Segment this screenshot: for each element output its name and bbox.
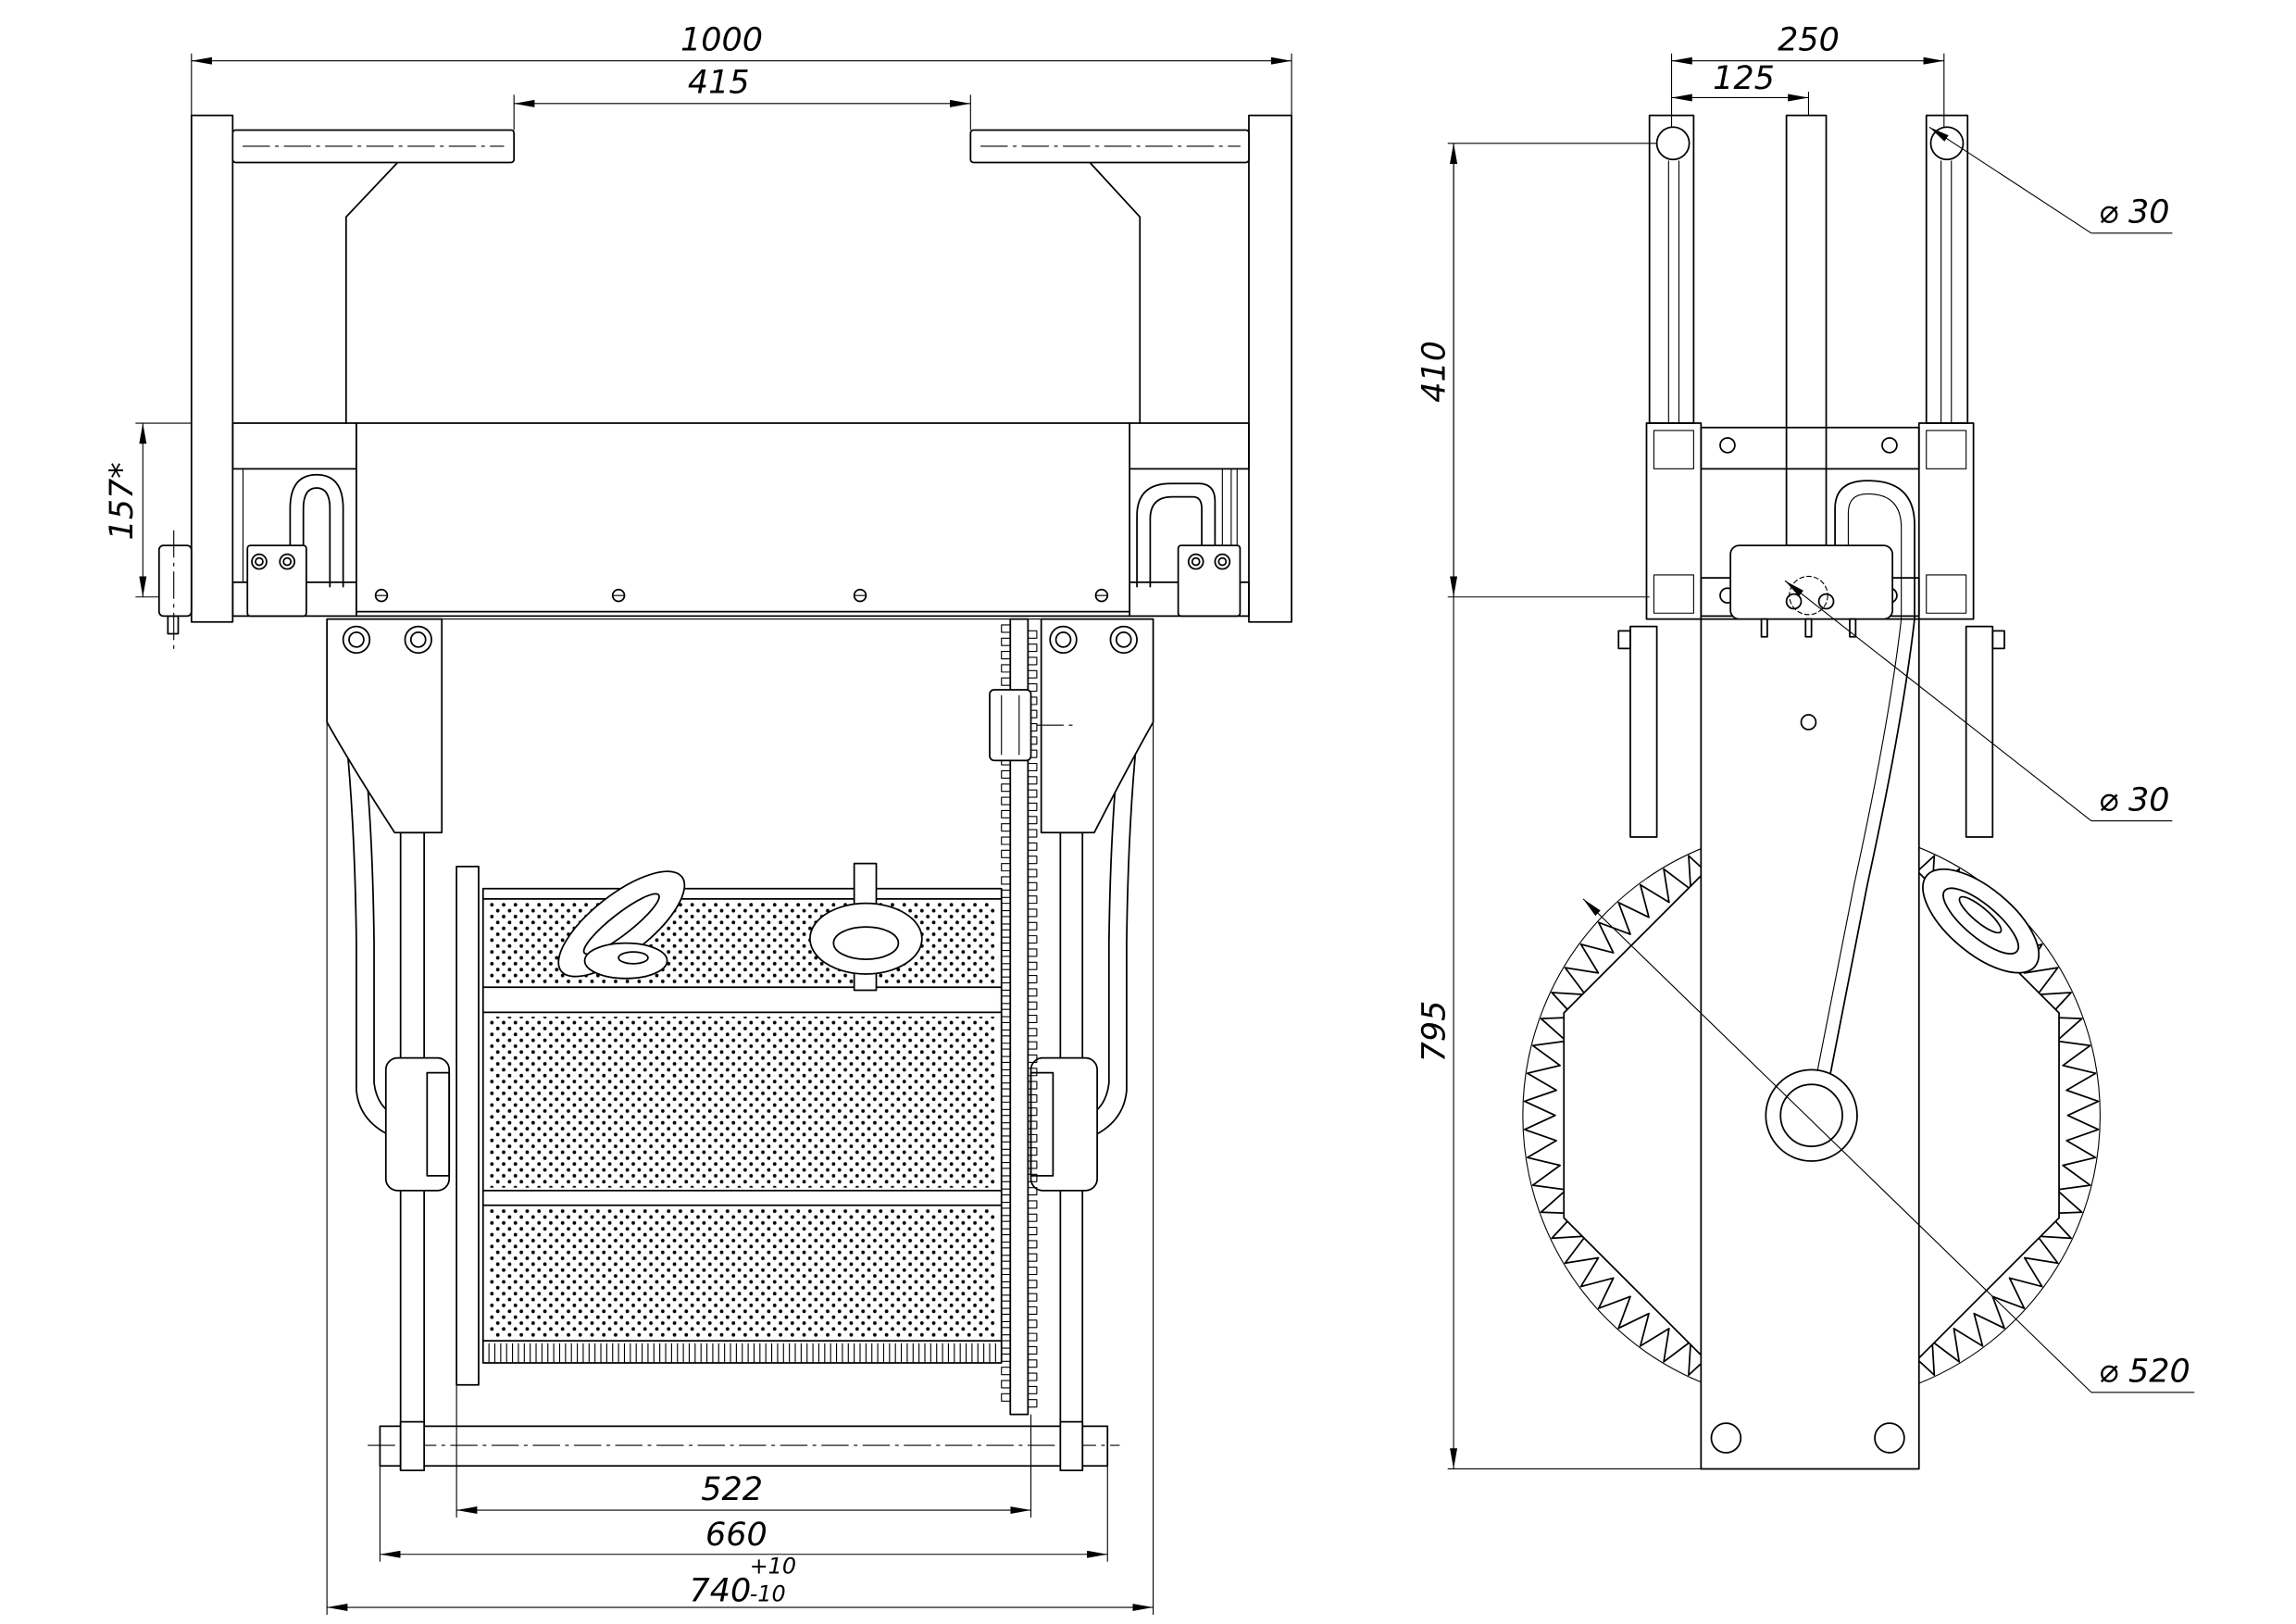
drum-bands	[481, 897, 1003, 1342]
side-hose-to-hub	[1829, 618, 1915, 1074]
dim-text-frame-outer: 740	[689, 1573, 751, 1610]
left-pivot-block	[384, 1056, 451, 1192]
leader-gear-diameter	[1582, 898, 2092, 1393]
drum-perforation-lower	[489, 1207, 996, 1338]
dim-text-tolerance-minus: -10	[750, 1581, 786, 1607]
right-drum-latch	[809, 862, 923, 992]
right-post	[1248, 114, 1292, 623]
side-center-post	[1785, 114, 1828, 546]
hopper-right-edge	[1089, 161, 1142, 424]
sprocket-teeth	[1001, 624, 1038, 1408]
left-hose-fitting	[246, 544, 307, 618]
center-block-pins	[1760, 618, 1857, 638]
side-frame-left-column	[1645, 422, 1703, 620]
front-view	[157, 114, 1292, 1471]
dim-text-drum-length: 522	[701, 1471, 763, 1508]
dim-text-gear-diameter: ⌀ 520	[2099, 1354, 2190, 1391]
side-drum-latch	[1922, 868, 2040, 974]
front-view-dimensions: 1000 415 157* 522 660 740 +10 -10	[104, 22, 1292, 1615]
leader-shaft-diameter	[1784, 580, 2092, 821]
right-pivot-block	[1029, 1056, 1098, 1192]
left-hose-loop	[289, 473, 344, 588]
side-upper-hose	[1834, 480, 1915, 620]
side-left-bracket	[1617, 625, 1658, 838]
right-hose-loop	[1136, 468, 1232, 588]
left-handle-section	[1655, 126, 1691, 161]
side-main-plate	[1700, 618, 1920, 1470]
dim-text-upper-height: 410	[1416, 341, 1454, 403]
side-right-bracket	[1965, 625, 2005, 838]
shaft-bolt	[1817, 593, 1835, 610]
side-frame-upper-beam	[1700, 426, 1920, 470]
dim-text-tolerance-plus: +10	[750, 1553, 796, 1579]
control-box	[356, 422, 1130, 613]
left-post	[190, 114, 234, 623]
dim-text-shaft-diameter: ⌀ 30	[2099, 781, 2170, 818]
drum-left-flange	[455, 865, 480, 1386]
drum-hub-inner	[1779, 1083, 1843, 1147]
left-hanging-block	[157, 530, 193, 649]
left-axle-end	[399, 1420, 426, 1471]
left-mount-plate	[326, 618, 443, 834]
sprocket-hub-block	[989, 689, 1079, 762]
dim-text-overall-width: 1000	[680, 22, 763, 59]
dim-text-mount-height: 157*	[104, 462, 141, 540]
side-center-block	[1729, 544, 1894, 620]
plate-hole-right	[1874, 1422, 1905, 1454]
dim-text-handle-gap: 415	[688, 65, 750, 102]
plate-hole-top	[1800, 714, 1817, 731]
bottom-axle	[379, 1425, 1109, 1468]
drum-comb-teeth	[488, 1343, 996, 1364]
plate-bolts	[342, 625, 1138, 655]
dim-text-handle-diameter: ⌀ 30	[2099, 194, 2170, 231]
side-frame-right-column	[1917, 422, 1975, 620]
drum-perforation-middle	[489, 1017, 996, 1188]
right-handle-section	[1929, 126, 1965, 161]
leader-handle-diameter	[1928, 126, 2092, 234]
dim-text-frame-inner: 660	[705, 1517, 767, 1554]
right-hose-fitting	[1177, 544, 1242, 618]
plate-hole-left	[1710, 1422, 1742, 1454]
dim-text-post-spacing: 250	[1778, 22, 1840, 59]
dim-text-total-height: 795	[1416, 1001, 1454, 1063]
left-drum-latch	[557, 870, 686, 980]
hopper-left-edge	[344, 161, 399, 424]
control-box-screws	[374, 588, 1109, 603]
dim-text-post-half-spacing: 125	[1713, 60, 1775, 97]
side-view-dimensions: 250 125 410 795 ⌀ 30 ⌀ 30 ⌀ 520	[1416, 22, 2195, 1470]
drum-hub-outer	[1765, 1068, 1858, 1162]
right-axle-end	[1059, 1420, 1084, 1471]
